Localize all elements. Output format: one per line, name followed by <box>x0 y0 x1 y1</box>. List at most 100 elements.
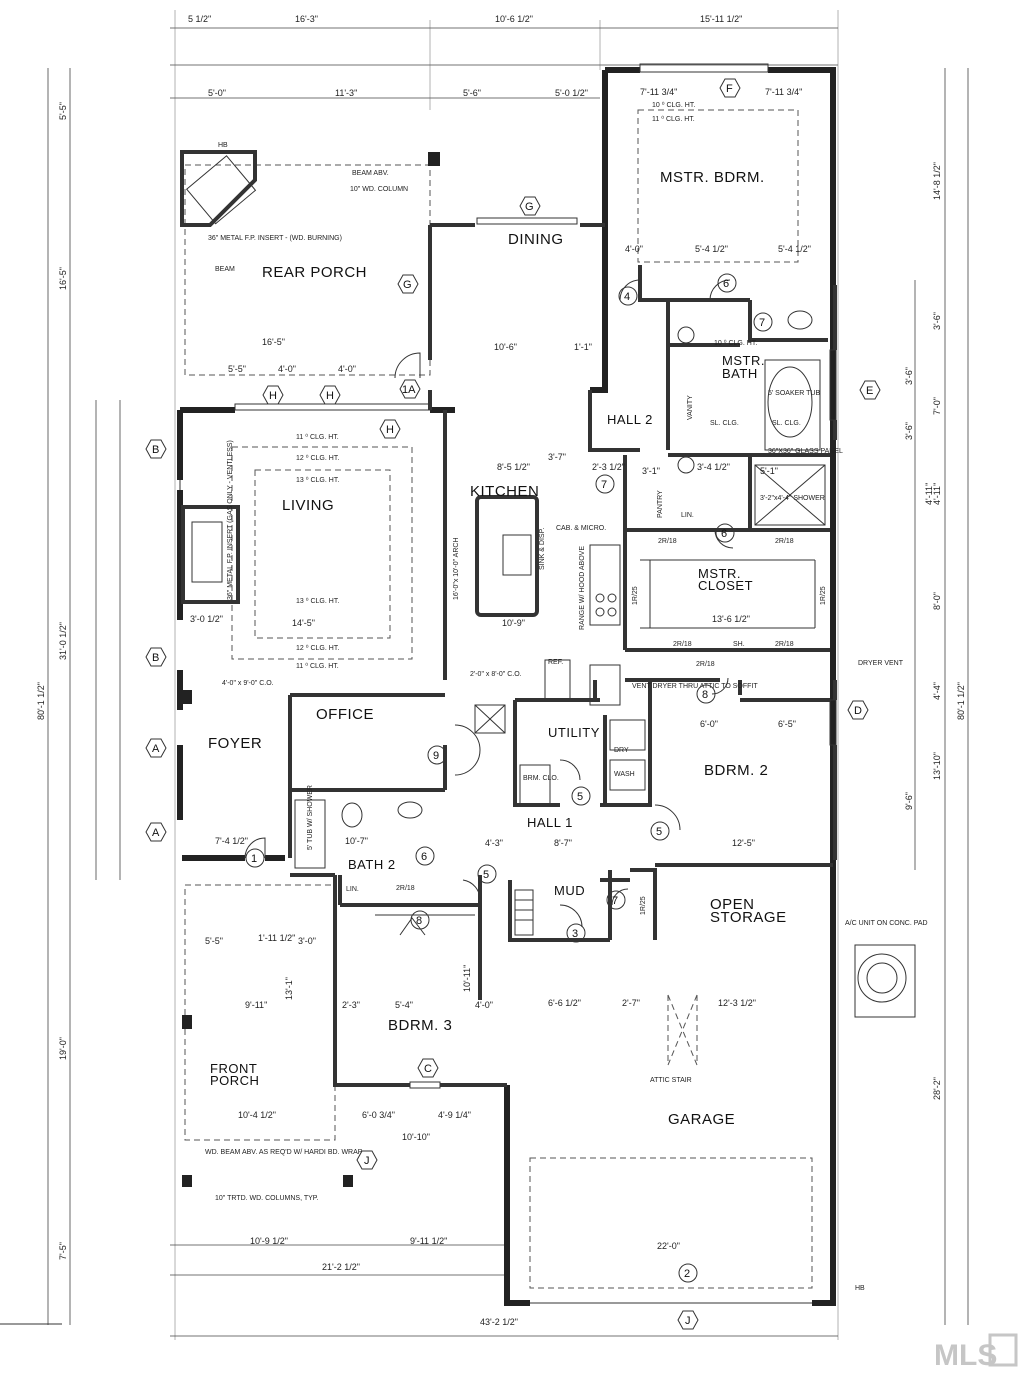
dim-50: 4'-11" <box>924 483 934 505</box>
svg-text:J: J <box>364 1155 370 1167</box>
dim-23: 6'-5" <box>778 719 796 729</box>
dim-right-11: 28'-2" <box>932 1077 942 1100</box>
dim-2: 4'-0" <box>278 364 296 374</box>
note-sloped-ceiling-2: SL. CLG. <box>772 420 801 427</box>
attic-stair <box>667 994 698 1066</box>
note-shelf-a: 2R/18 <box>658 538 677 545</box>
cube-icon <box>988 1333 1018 1367</box>
room-open-storage-line1: OPEN <box>710 896 755 913</box>
dim-left-4: 80'-1 1/2" <box>36 682 46 720</box>
dim-28: 12'-5" <box>732 838 755 848</box>
fireplaces-columns <box>180 150 440 1187</box>
door-tag-2: 2 <box>678 1263 698 1283</box>
room-bedroom-2: BDRM. 2 <box>704 762 768 779</box>
dim-30: 1'-11 1/2" <box>258 933 295 943</box>
svg-text:D: D <box>854 705 862 717</box>
note-glass-panel: 36"X36" GLASS PANEL <box>768 448 843 455</box>
note-wood-column: 10" WD. COLUMN <box>350 186 408 193</box>
note-living-ceiling-4: 13 ⁰ CLG. HT. <box>296 597 339 605</box>
note-beam-above: BEAM ABV. <box>352 170 389 177</box>
note-shelf-c: 2R/18 <box>673 641 692 648</box>
dim-6: 1'-1" <box>574 342 592 352</box>
dim-right-12: 80'-1 1/2" <box>956 682 966 720</box>
room-master-closet-line1: MSTR. <box>698 566 741 581</box>
room-living: LIVING <box>282 497 334 514</box>
door-tag-1: 1 <box>245 848 265 868</box>
dim-left-1: 5'-5" <box>58 102 68 120</box>
note-range-hood: RANGE W/ HOOD ABOVE <box>579 546 586 630</box>
dim-right-1: 14'-8 1/2" <box>932 162 942 200</box>
door-tag-3: 3 <box>566 923 586 943</box>
door-tag-5b: 5 <box>650 821 670 841</box>
svg-text:E: E <box>866 385 873 397</box>
svg-text:MLS: MLS <box>934 1339 997 1372</box>
dim-right-4: 7'-0" <box>932 397 942 415</box>
note-mb-ceiling-2: 11 ⁰ CLG. HT. <box>652 115 695 123</box>
dim-33: 2'-3" <box>342 1000 360 1010</box>
svg-text:5: 5 <box>483 869 489 881</box>
dim-row2-2: 11'-3" <box>335 88 357 98</box>
door-tag-6b: 6 <box>715 523 735 543</box>
dim-top-1: 5 1/2" <box>188 14 211 24</box>
room-open-storage-line2: STORAGE <box>710 909 787 926</box>
svg-text:9: 9 <box>433 750 439 762</box>
window-tag-f: F <box>719 78 741 98</box>
door-tag-7b: 7 <box>595 474 615 494</box>
dim-44: 9'-11 1/2" <box>410 1236 447 1246</box>
room-rear-porch: REAR PORCH <box>262 264 367 281</box>
svg-text:J: J <box>685 1315 691 1327</box>
room-office: OFFICE <box>316 706 374 723</box>
room-master-bath-line2: BATH <box>722 366 758 381</box>
note-shelf-g: 1R/25 <box>632 586 639 605</box>
dim-48: 13'-1" <box>284 977 294 1000</box>
svg-text:F: F <box>726 83 733 95</box>
door-tag-8a: 8 <box>696 684 716 704</box>
dim-37: 2'-7" <box>622 998 640 1008</box>
dim-right-8: 4'-4" <box>932 682 942 700</box>
dim-right-10: 9'-6" <box>904 792 914 810</box>
dim-top-3: 10'-6 1/2" <box>495 14 533 24</box>
note-bath-ceiling: 10 ⁰ CLG. HT. <box>714 339 757 347</box>
note-treated-columns: 10" TRTD. WD. COLUMNS, TYP. <box>215 1195 319 1202</box>
room-bedroom-3: BDRM. 3 <box>388 1017 452 1034</box>
note-dryer: DRY <box>614 747 629 754</box>
dim-3: 4'-0" <box>338 364 356 374</box>
dim-45: 21'-2 1/2" <box>322 1262 360 1272</box>
side-dimension-lines <box>47 68 969 1325</box>
window-tag-a1: A <box>145 738 167 758</box>
room-dining: DINING <box>508 231 564 248</box>
note-shelf-b: 2R/18 <box>775 538 794 545</box>
svg-text:4: 4 <box>624 291 630 303</box>
note-living-fireplace: 36" METAL F.P. INSERT (GAS ONLY - VENTLE… <box>227 440 234 600</box>
dim-46: 22'-0" <box>657 1241 680 1251</box>
note-living-ceiling-1: 11 ⁰ CLG. HT. <box>296 433 339 441</box>
window-tag-g1: G <box>397 274 419 294</box>
note-sink-disposal: SINK & DISP. <box>539 528 546 570</box>
door-tag-7c: 7 <box>606 890 626 910</box>
room-utility: UTILITY <box>548 725 600 740</box>
dim-1: 5'-5" <box>228 364 246 374</box>
dim-right-2: 3'-6" <box>932 312 942 330</box>
dim-11: 5'-4 1/2" <box>778 244 811 254</box>
svg-text:7: 7 <box>759 317 765 329</box>
door-swings <box>244 279 734 936</box>
note-living-ceiling-5: 12 ⁰ CLG. HT. <box>296 644 339 652</box>
note-washer: WASH <box>614 771 635 778</box>
svg-text:7: 7 <box>612 895 618 907</box>
svg-text:5: 5 <box>577 791 583 803</box>
dim-left-2: 16'-5" <box>58 267 68 290</box>
dim-row2-3: 5'-6" <box>463 88 481 98</box>
svg-text:5: 5 <box>656 826 662 838</box>
dim-40: 6'-0 3/4" <box>362 1110 395 1120</box>
door-tag-7a: 7 <box>753 312 773 332</box>
svg-text:B: B <box>152 444 159 456</box>
svg-text:H: H <box>269 390 277 402</box>
note-tub-shower: 5' TUB W/ SHOWER <box>307 785 314 850</box>
window-tag-g2: G <box>519 196 541 216</box>
room-foyer: FOYER <box>208 735 262 752</box>
svg-text:2: 2 <box>684 1268 690 1280</box>
window-tag-j2: J <box>677 1310 699 1330</box>
svg-text:H: H <box>326 390 334 402</box>
window-tag-h3: H <box>379 419 401 439</box>
